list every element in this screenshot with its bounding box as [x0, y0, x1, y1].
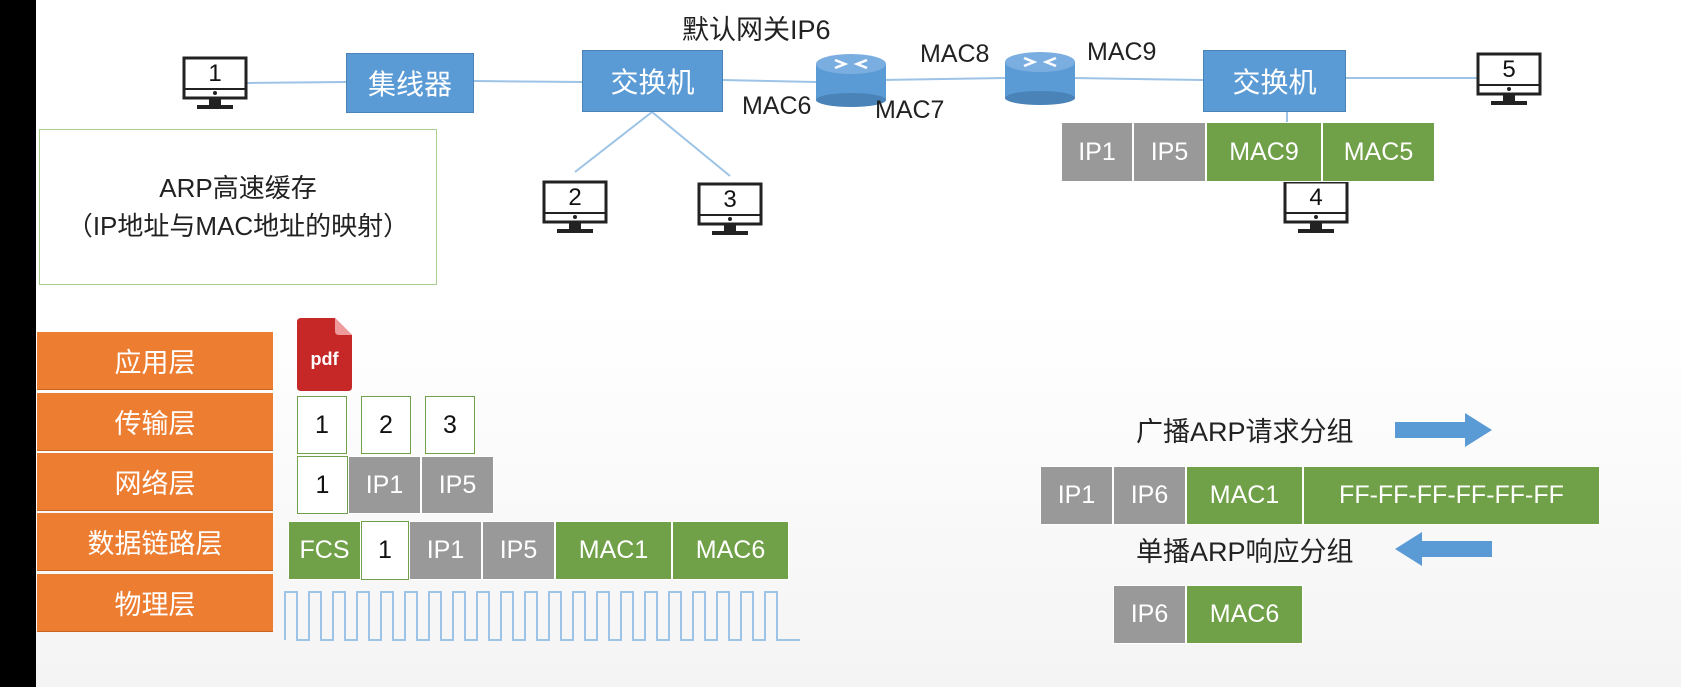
host-label: 4 — [1309, 184, 1323, 211]
right-frame-ip1: IP1 — [1061, 122, 1133, 182]
transport-segment-1: 1 — [297, 396, 347, 454]
host-3[interactable]: 3 — [697, 182, 763, 238]
arp-request-ip1: IP1 — [1040, 466, 1113, 525]
network-ip5: IP5 — [421, 456, 494, 514]
host-label: 2 — [568, 184, 582, 211]
pdf-label: pdf — [310, 349, 339, 369]
network-payload: 1 — [297, 456, 348, 514]
port-label-mac9: MAC9 — [1087, 38, 1157, 66]
router-icon — [816, 54, 886, 107]
square-wave — [284, 591, 800, 641]
arrow-right-icon — [1395, 413, 1492, 447]
frame-mac1: MAC1 — [555, 521, 672, 580]
port-label-mac6: MAC6 — [742, 92, 812, 120]
host-label: 5 — [1502, 56, 1516, 83]
arp-cache-box: ARP高速缓存 （IP地址与MAC地址的映射） — [39, 129, 437, 285]
layer-physical: 物理层 — [37, 574, 273, 632]
gateway-label: 默认网关IP6 — [682, 15, 831, 45]
frame-ip1: IP1 — [409, 521, 482, 580]
transport-segment-2: 2 — [361, 396, 411, 454]
arp-request-broadcast-mac: FF-FF-FF-FF-FF-FF — [1303, 466, 1600, 525]
layer-transport: 传输层 — [37, 393, 273, 451]
monitor-icon — [542, 180, 608, 233]
arp-request-mac1: MAC1 — [1186, 466, 1303, 525]
arp-request-ip6: IP6 — [1113, 466, 1186, 525]
pdf-icon: pdf — [297, 318, 352, 391]
host-4[interactable]: 4 — [1283, 180, 1349, 236]
frame-payload: 1 — [361, 521, 409, 580]
port-label-mac8: MAC8 — [920, 40, 990, 68]
arp-reply-label: 单播ARP响应分组 — [1136, 537, 1354, 567]
left-black-bar — [0, 0, 36, 687]
host-label: 3 — [723, 186, 737, 213]
arp-reply-mac6: MAC6 — [1186, 585, 1303, 644]
arp-cache-title: ARP高速缓存 — [159, 173, 317, 203]
host-5[interactable]: 5 — [1476, 52, 1542, 108]
switch-right-box[interactable]: 交换机 — [1203, 50, 1346, 112]
port-label-mac7: MAC7 — [875, 96, 945, 124]
right-frame-ip5: IP5 — [1133, 122, 1206, 182]
host-2[interactable]: 2 — [542, 180, 608, 236]
transport-segment-3: 3 — [425, 396, 475, 454]
hub-box[interactable]: 集线器 — [346, 53, 474, 113]
layer-network: 网络层 — [37, 453, 273, 511]
right-frame-mac5: MAC5 — [1322, 122, 1435, 182]
monitor-icon — [182, 56, 248, 109]
arp-request-label: 广播ARP请求分组 — [1136, 417, 1354, 447]
frame-mac6: MAC6 — [672, 521, 789, 580]
monitor-icon — [1476, 52, 1542, 105]
arrow-left-icon — [1395, 532, 1492, 566]
frame-ip5: IP5 — [482, 521, 555, 580]
monitor-icon — [1283, 180, 1349, 233]
layer-datalink: 数据链路层 — [37, 513, 273, 571]
host-1[interactable]: 1 — [182, 56, 248, 112]
layer-application: 应用层 — [37, 332, 273, 390]
network-ip1: IP1 — [348, 456, 421, 514]
switch-left-box[interactable]: 交换机 — [582, 50, 723, 112]
router-icon — [1005, 52, 1075, 105]
right-frame-mac9: MAC9 — [1206, 122, 1322, 182]
frame-fcs: FCS — [288, 521, 361, 580]
arp-reply-ip6: IP6 — [1113, 585, 1186, 644]
monitor-icon — [697, 182, 763, 235]
arp-cache-subtitle: （IP地址与MAC地址的映射） — [66, 211, 410, 241]
host-label: 1 — [208, 60, 222, 87]
